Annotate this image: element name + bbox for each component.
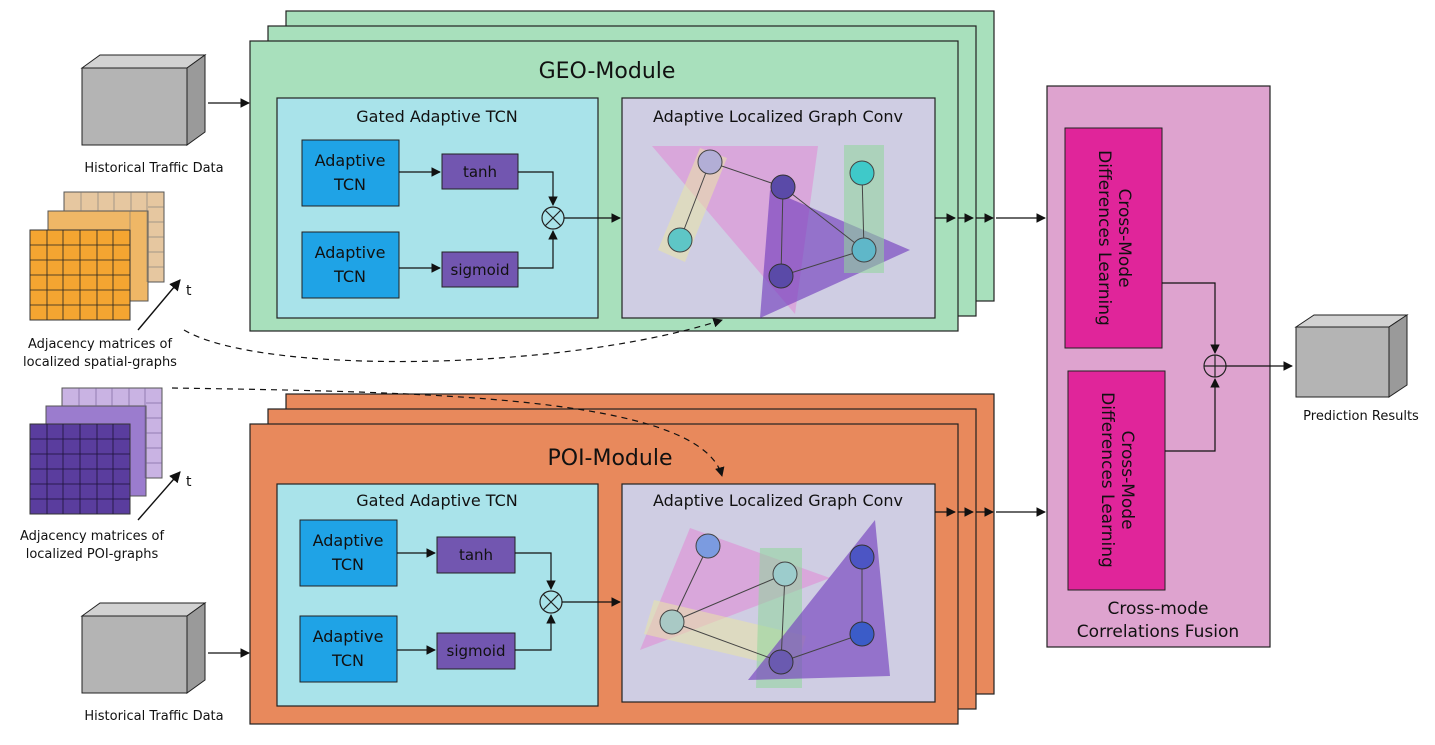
cross-mode-learning-block-bottom	[1067, 370, 1166, 591]
historical-data-cube-top	[80, 54, 207, 146]
cross-mode-learning-block-top	[1064, 127, 1163, 349]
cross-mode-learning-top-line2: Differences Learning	[1094, 150, 1114, 326]
poi-sigmoid-box	[436, 632, 516, 670]
spatial-matrices-label-line1: Adjacency matrices of	[28, 337, 173, 352]
poi-tanh-label: tanh	[459, 546, 493, 564]
poi-graph-title: Adaptive Localized Graph Conv	[653, 491, 903, 510]
geo-adaptive-tcn-top	[301, 139, 400, 207]
fusion-title-line2: Correlations Fusion	[1077, 622, 1239, 642]
cross-mode-learning-bottom-line1: Cross-Mode	[1117, 430, 1137, 529]
poi-sigmoid-label: sigmoid	[447, 642, 506, 660]
historical-data-label-top: Historical Traffic Data	[84, 161, 223, 176]
prediction-results-cube	[1294, 314, 1409, 398]
poi-adaptive-tcn-top	[299, 519, 398, 587]
geo-tcn-connectors	[399, 167, 621, 273]
poi-matrices-label-line2: localized POI-graphs	[26, 547, 159, 562]
geo-graph-illustration	[652, 145, 910, 318]
prediction-results-label: Prediction Results	[1303, 409, 1419, 424]
geo-adaptive-tcn-bottom	[301, 231, 400, 299]
poi-module-title: POI-Module	[547, 446, 672, 471]
poi-adjacency-matrices	[29, 387, 163, 515]
poi-tcn-connectors	[397, 548, 621, 655]
poi-graph-illustration	[640, 520, 890, 688]
geo-graph-title: Adaptive Localized Graph Conv	[653, 107, 903, 126]
poi-adaptive-tcn-top-line2: TCN	[331, 555, 364, 574]
historical-data-label-bottom: Historical Traffic Data	[84, 709, 223, 724]
geo-adaptive-tcn-top-line1: Adaptive	[315, 151, 386, 170]
poi-adaptive-tcn-bottom-line1: Adaptive	[313, 627, 384, 646]
fusion-title-line1: Cross-mode	[1108, 599, 1209, 619]
geo-tanh-box	[441, 153, 519, 190]
spatial-adjacency-matrices	[29, 191, 165, 321]
spatial-matrices-label-line2: localized spatial-graphs	[23, 355, 177, 370]
geo-tanh-label: tanh	[463, 163, 497, 181]
poi-tcn-title: Gated Adaptive TCN	[356, 491, 517, 510]
time-symbol-poi: t	[186, 474, 192, 490]
geo-adaptive-tcn-top-line2: TCN	[333, 175, 366, 194]
poi-adaptive-tcn-bottom-line2: TCN	[331, 651, 364, 670]
poi-adaptive-tcn-top-line1: Adaptive	[313, 531, 384, 550]
cross-mode-learning-bottom-line2: Differences Learning	[1097, 392, 1117, 568]
spatial-adjacency-dashed-arrow	[183, 318, 723, 363]
historical-data-cube-bottom	[80, 602, 207, 694]
poi-matrices-label-line1: Adjacency matrices of	[20, 529, 165, 544]
poi-adjacency-dashed-arrow	[171, 387, 725, 477]
geo-tcn-title: Gated Adaptive TCN	[356, 107, 517, 126]
time-symbol-spatial: t	[186, 283, 192, 299]
geo-sigmoid-label: sigmoid	[451, 261, 510, 279]
poi-adaptive-tcn-bottom	[299, 615, 398, 683]
fusion-connectors	[1162, 282, 1293, 452]
geo-adaptive-tcn-bottom-line1: Adaptive	[315, 243, 386, 262]
geo-module-title: GEO-Module	[539, 59, 676, 84]
time-axis-arrow-spatial	[137, 279, 181, 331]
geo-sigmoid-box	[441, 251, 519, 288]
cross-mode-learning-top-line1: Cross-Mode	[1114, 188, 1134, 287]
poi-tanh-box	[436, 536, 516, 574]
geo-adaptive-tcn-bottom-line2: TCN	[333, 267, 366, 286]
time-axis-arrow-poi	[137, 471, 181, 521]
sum-icon	[1203, 354, 1227, 378]
